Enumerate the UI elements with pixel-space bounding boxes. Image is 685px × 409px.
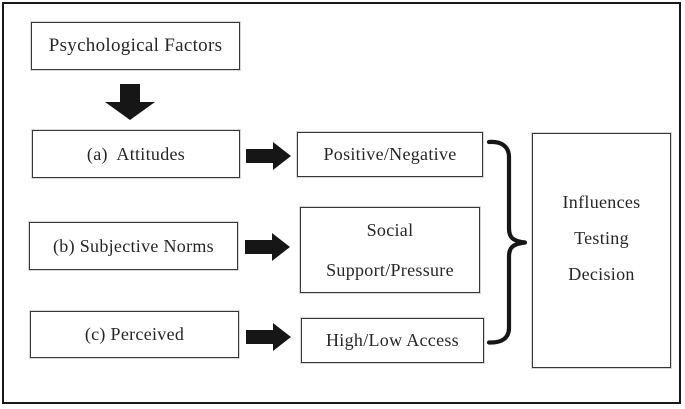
high-low-access-label: High/Low Access: [326, 330, 459, 351]
positive-negative-label: Positive/Negative: [323, 144, 457, 165]
influences-testing-decision-box: Influences Testing Decision: [532, 133, 671, 368]
psychological-factors-label: Psychological Factors: [48, 35, 223, 57]
high-low-access-box: High/Low Access: [301, 318, 484, 363]
subjective-norms-label: (b) Subjective Norms: [53, 235, 214, 256]
attitudes-box: (a) Attitudes: [32, 130, 240, 178]
result-line-influences: Influences: [562, 191, 641, 212]
social-support-pressure-box: Social Support/Pressure: [300, 207, 480, 293]
positive-negative-box: Positive/Negative: [297, 132, 483, 177]
subjective-norms-box: (b) Subjective Norms: [29, 222, 238, 270]
perceived-label: (c) Perceived: [84, 324, 185, 345]
social-support-line2: Support/Pressure: [326, 260, 454, 280]
attitudes-label: (a) Attitudes: [86, 143, 186, 164]
influences-testing-decision-lines: Influences Testing Decision: [563, 184, 641, 292]
diagram-frame: [2, 2, 681, 404]
social-support-line1: Social: [366, 220, 414, 240]
result-line-decision: Decision: [568, 263, 635, 284]
perceived-box: (c) Perceived: [30, 311, 239, 358]
result-line-testing: Testing: [574, 227, 629, 248]
psychological-factors-box: Psychological Factors: [31, 22, 240, 70]
